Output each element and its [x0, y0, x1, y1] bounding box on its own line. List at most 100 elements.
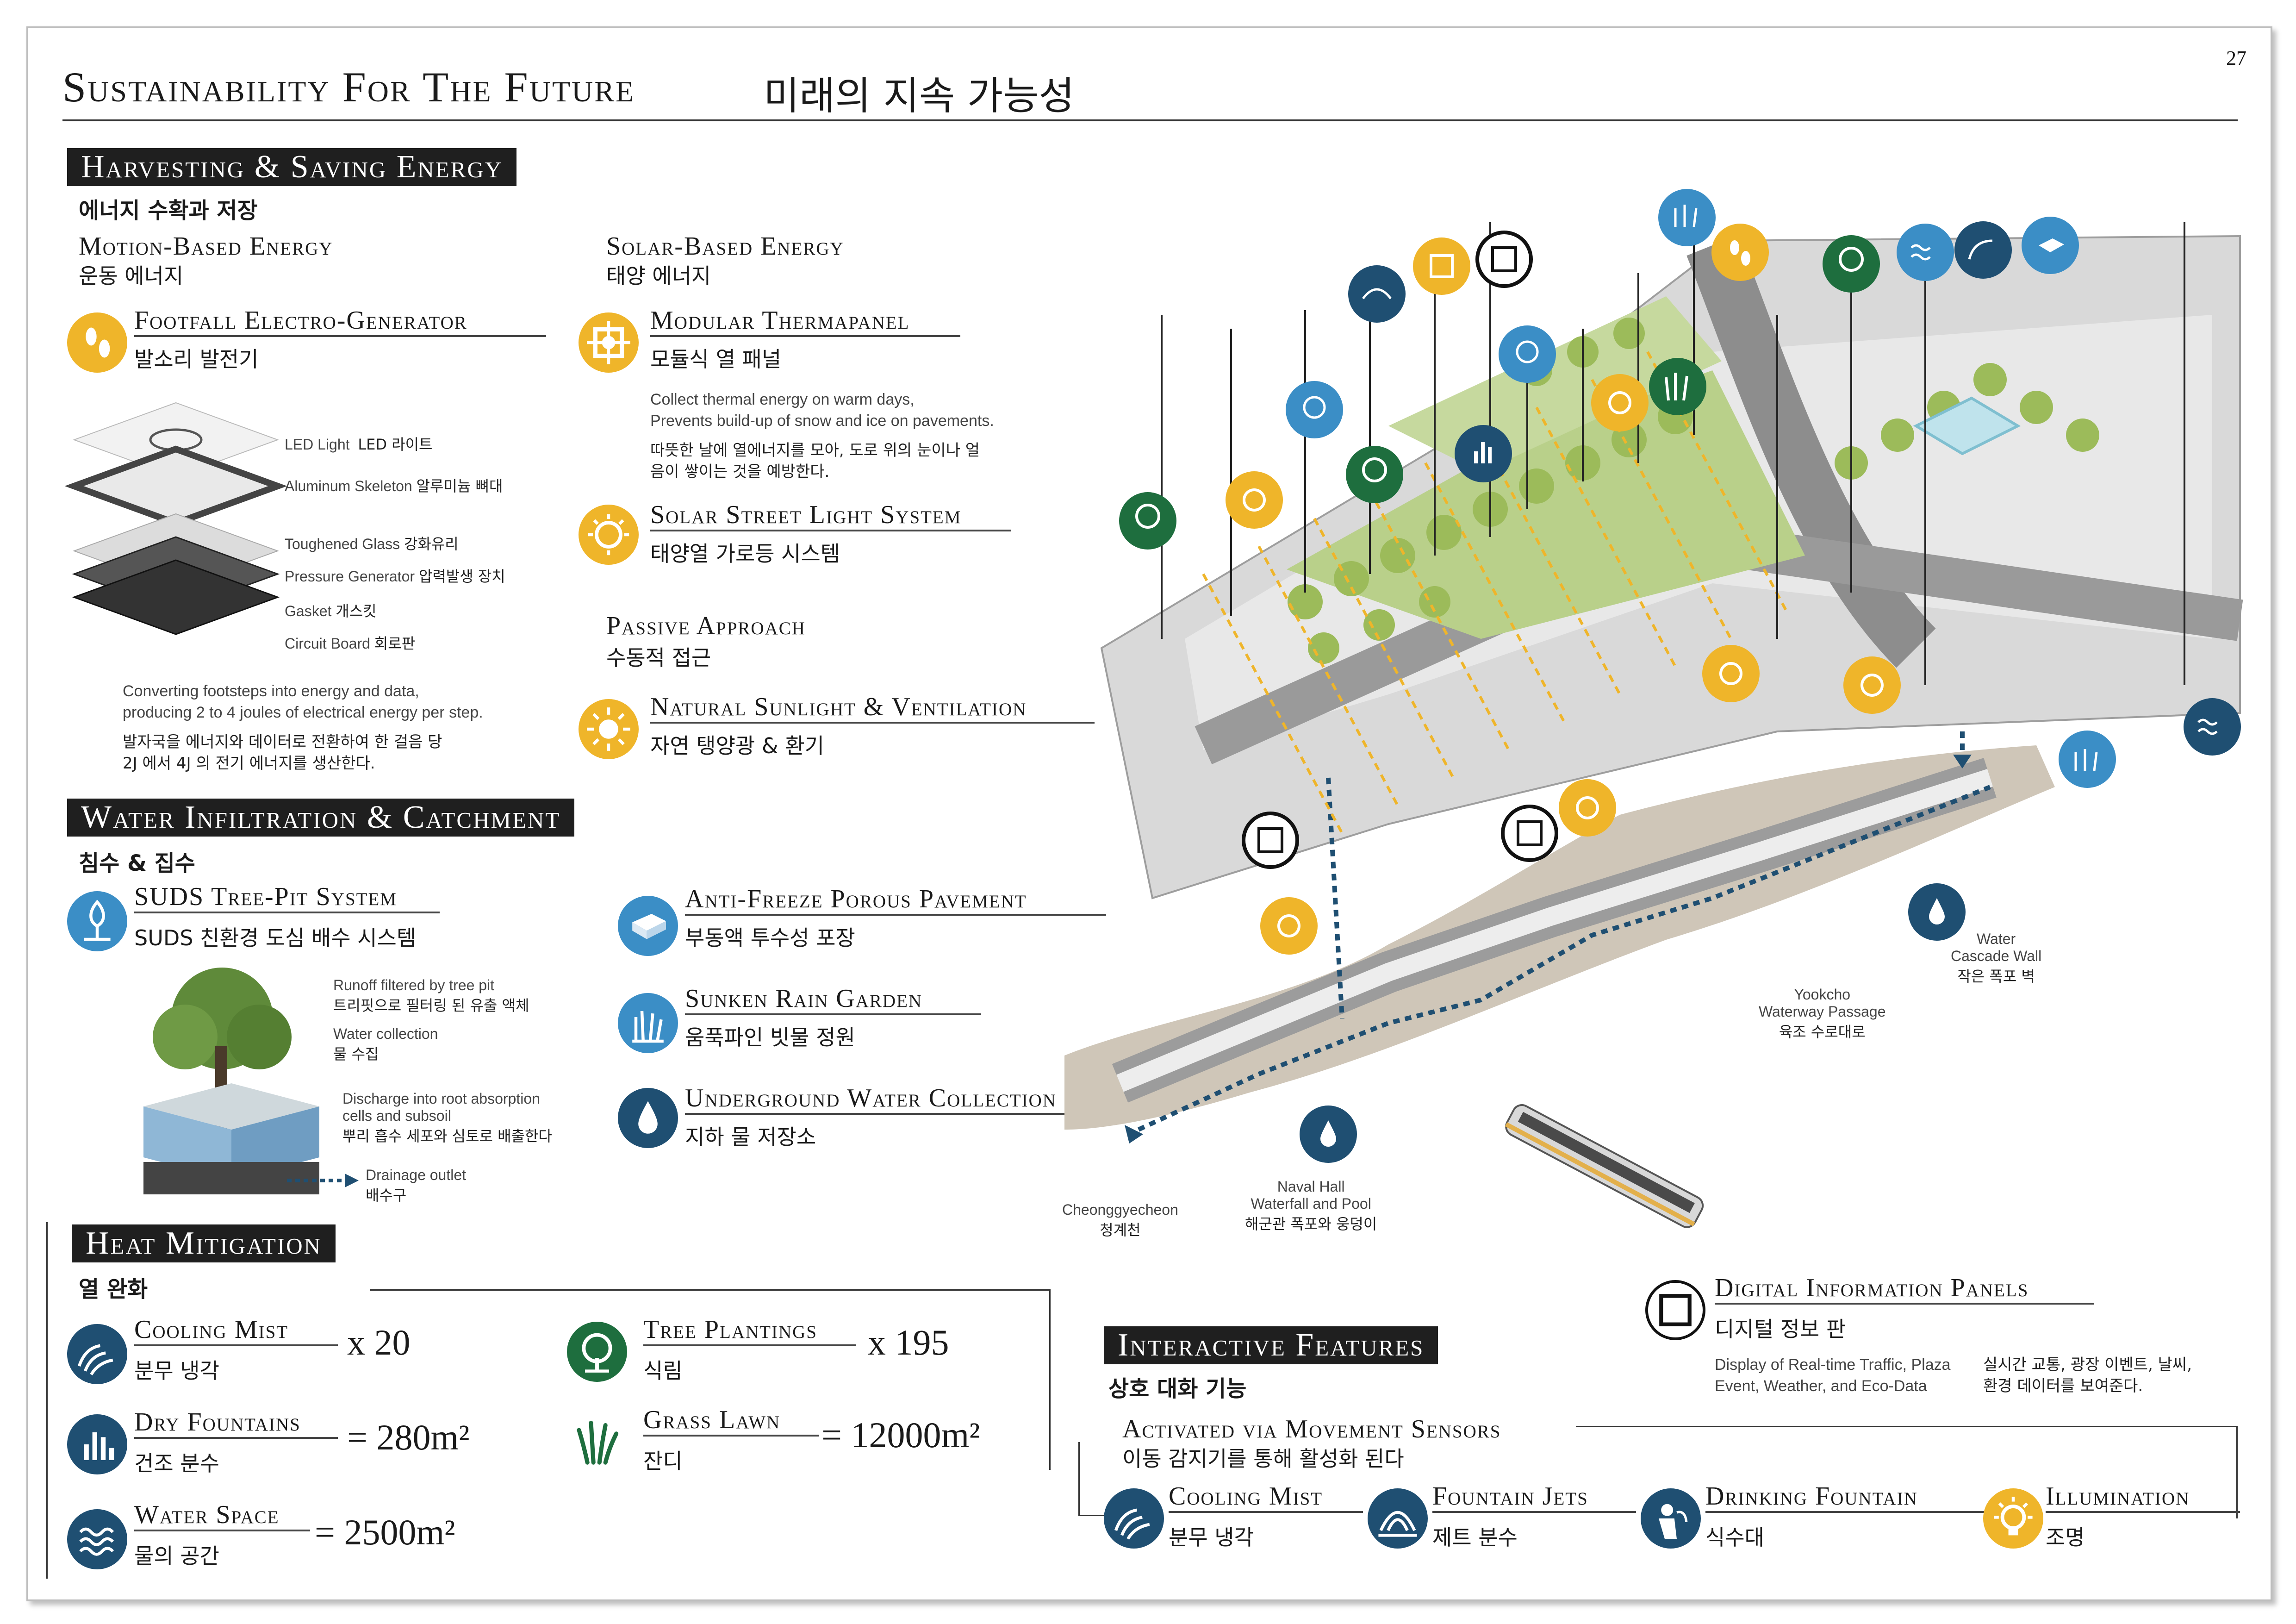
tree-pit-icon	[67, 891, 127, 951]
tile-layer-5: Gasket 개스킷	[285, 602, 377, 620]
illumination-icon	[1983, 1488, 2043, 1549]
sensors-korean: 이동 감지기를 통해 활성화 된다	[1122, 1446, 1404, 1471]
water-banner: Water Infiltration & Catchment	[67, 799, 575, 837]
heat-cooling-mist-korean: 분무 냉각	[134, 1358, 219, 1383]
cooling-mist-count: x 20	[347, 1322, 411, 1362]
tile-layer-6: Circuit Board 회로판	[285, 635, 416, 652]
drinking-fountain-korean: 식수대	[1705, 1525, 1764, 1550]
tree-icon	[567, 1322, 627, 1382]
water-space-icon	[67, 1509, 127, 1569]
energy-banner: Harvesting & Saving Energy	[67, 148, 517, 186]
heat-rule-top	[370, 1289, 1051, 1291]
fountain-jets-korean: 제트 분수	[1432, 1525, 1518, 1550]
water-space-area: = 2500m²	[315, 1512, 455, 1552]
dry-fountains-area: = 280m²	[347, 1417, 470, 1457]
grass-lawn-area: = 12000m²	[821, 1415, 980, 1455]
sensors-rule	[1576, 1426, 2238, 1427]
suds-korean: SUDS 친환경 도심 배수 시스템	[134, 925, 417, 950]
tree-pit-diagram	[143, 968, 319, 1194]
sunlight-korean: 자연 탱양광 & 환기	[650, 733, 824, 758]
cooling-mist-icon	[67, 1324, 127, 1384]
interactive-banner-korean: 상호 대화 기능	[1108, 1376, 1247, 1402]
heat-cooling-mist-title: Cooling Mist	[134, 1315, 338, 1346]
grass-icon	[567, 1412, 627, 1472]
heat-banner: Heat Mitigation	[72, 1224, 336, 1262]
interactive-banner: Interactive Features	[1104, 1326, 1438, 1364]
heat-dry-fountains-korean: 건조 분수	[134, 1451, 219, 1476]
drainage-arrow	[287, 1174, 359, 1187]
energy-banner-korean: 에너지 수확과 저장	[79, 198, 258, 224]
interactive-mist-korean: 분무 냉각	[1169, 1525, 1254, 1550]
porous-pavement-title: Anti-Freeze Porous Pavement	[685, 884, 1106, 916]
rain-garden-title: Sunken Rain Garden	[685, 984, 981, 1015]
display-panel-icon	[1645, 1280, 1705, 1340]
passive-title-korean: 수동적 접근	[606, 645, 711, 670]
heat-grass-lawn-title: Grass Lawn	[643, 1405, 819, 1437]
heat-water-space-title: Water Space	[134, 1500, 310, 1531]
sensors-rule-left	[1078, 1442, 1080, 1516]
heat-rule-left	[46, 1222, 48, 1579]
info-panels-title: Digital Information Panels	[1715, 1273, 2094, 1305]
thermapanel-title: Modular Thermapanel	[650, 306, 960, 337]
footfall-desc-en: Converting footsteps into energy and dat…	[123, 682, 483, 721]
underground-title: Underground Water Collection	[685, 1083, 1134, 1115]
suds-title: SUDS Tree-Pit System	[134, 882, 440, 913]
page-title-korean: 미래의 지속 가능성	[764, 73, 1075, 119]
tile-layer-4: Pressure Generator 압력발생 장치	[285, 568, 505, 585]
sensors-title: Activated via Movement Sensors	[1122, 1415, 1501, 1443]
fountain-jets-title: Fountain Jets	[1432, 1481, 1636, 1513]
heat-banner-korean: 열 완화	[79, 1276, 148, 1302]
heat-water-space-korean: 물의 공간	[134, 1543, 219, 1568]
sensors-rule-bottom	[1078, 1515, 1104, 1516]
interactive-mist-icon	[1104, 1488, 1164, 1549]
footfall-generator-title: Footfall Electro-Generator	[134, 306, 546, 337]
drinking-fountain-icon	[1641, 1488, 1701, 1549]
water-banner-korean: 침수 & 집수	[79, 850, 195, 876]
thermapanel-icon	[579, 312, 639, 373]
sun-icon	[579, 699, 639, 759]
porous-pavement-korean: 부동액 투수성 포장	[685, 925, 855, 950]
header-rule	[62, 119, 2238, 121]
street-light-title: Solar Street Light System	[650, 500, 1011, 531]
water-drop-icon	[618, 1088, 678, 1148]
rain-garden-icon	[618, 993, 678, 1053]
info-panels-desc-ko: 실시간 교통, 광장 이벤트, 날씨,환경 데이터를 보여준다.	[1983, 1355, 2192, 1395]
heat-tree-plantings-title: Tree Plantings	[643, 1315, 856, 1346]
info-panels-korean: 디지털 정보 판	[1715, 1317, 1846, 1342]
thermapanel-korean: 모듈식 열 패널	[650, 347, 782, 372]
rain-garden-korean: 움푹파인 빗물 정원	[685, 1025, 855, 1050]
dry-fountain-icon	[67, 1414, 127, 1474]
passive-title: Passive Approach	[606, 612, 806, 640]
sensors-rule-right	[2236, 1426, 2238, 1518]
interactive-mist-title: Cooling Mist	[1169, 1481, 1363, 1513]
underground-korean: 지하 물 저장소	[685, 1124, 816, 1149]
tile-layer-3: Toughened Glass 강화유리	[285, 535, 459, 553]
heat-grass-lawn-korean: 잔디	[643, 1449, 683, 1474]
solar-title: Solar-Based Energy	[606, 232, 844, 261]
footfall-tile-diagram	[65, 402, 287, 635]
tree-plantings-count: x 195	[868, 1322, 949, 1362]
thermapanel-desc-en: Collect thermal energy on warm days,Prev…	[650, 391, 994, 430]
tile-layer-1: LED Light LED 라이트	[285, 436, 433, 453]
solar-title-korean: 태양 에너지	[606, 263, 711, 288]
street-light-icon	[579, 505, 639, 565]
heat-rule-right	[1049, 1289, 1051, 1470]
illumination-title: Illumination	[2046, 1481, 2240, 1513]
footfall-generator-korean: 발소리 발전기	[134, 347, 259, 372]
motion-title: Motion-Based Energy	[79, 232, 333, 261]
heat-tree-plantings-korean: 식림	[643, 1358, 683, 1383]
tile-layer-2: Aluminum Skeleton 알루미늄 뼈대	[285, 477, 503, 495]
sunlight-title: Natural Sunlight & Ventilation	[650, 692, 1095, 724]
aerial-site-illustration	[1064, 189, 2243, 1228]
porous-pavement-icon	[618, 896, 678, 956]
